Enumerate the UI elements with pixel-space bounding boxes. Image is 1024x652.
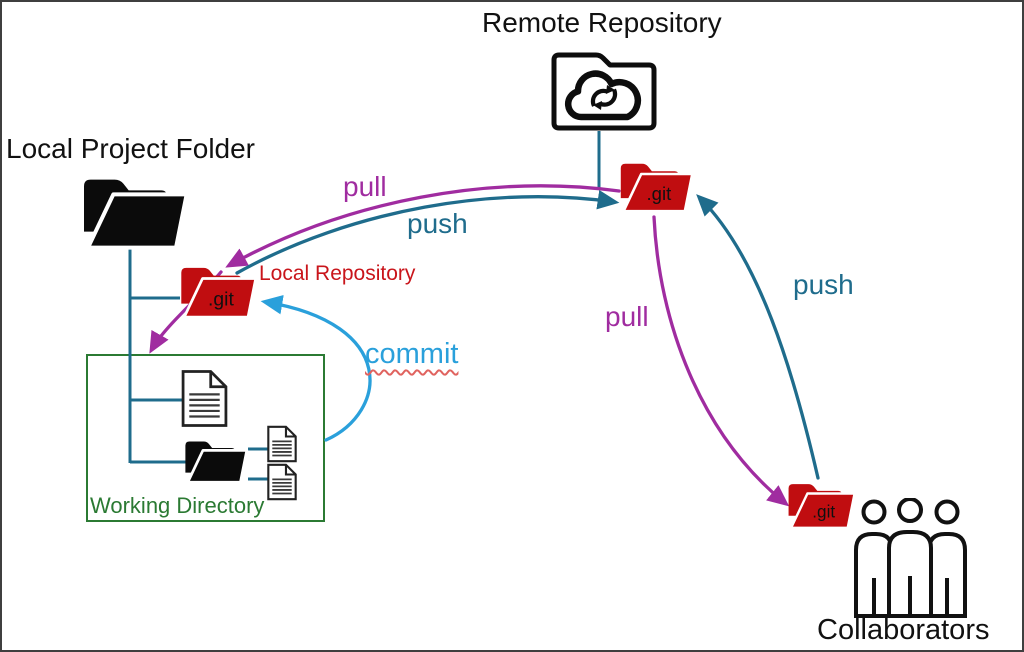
document-icon bbox=[267, 425, 297, 463]
local-repository-label: Local Repository bbox=[259, 262, 416, 285]
document-icon bbox=[267, 463, 297, 501]
working-directory-box bbox=[86, 354, 325, 522]
git-folder-icon-collaborators: .git bbox=[788, 484, 856, 529]
collaborators-label: Collaborators bbox=[817, 614, 990, 646]
document-icon bbox=[181, 370, 228, 427]
sync-arrows-icon bbox=[590, 85, 618, 110]
pull-label-right: pull bbox=[605, 301, 649, 332]
git-folder-icon-local: .git bbox=[181, 267, 258, 319]
commit-label: commit bbox=[365, 338, 459, 370]
pull-arrow-remote-to-collaborators bbox=[652, 215, 790, 507]
working-directory-label: Working Directory bbox=[90, 493, 265, 518]
commit-arrow bbox=[260, 295, 372, 442]
git-folder-icon-remote: .git bbox=[620, 163, 694, 213]
git-folder-label: .git bbox=[646, 183, 672, 204]
pull-label-left: pull bbox=[343, 171, 387, 202]
project-tree-connectors bbox=[128, 131, 601, 481]
pull-arrow-remote-to-local bbox=[225, 184, 621, 268]
push-arrow-collaborators-to-remote bbox=[696, 194, 820, 480]
git-folder-label: .git bbox=[812, 502, 835, 522]
people-icon bbox=[854, 498, 967, 618]
open-folder-icon-small bbox=[185, 441, 249, 484]
cloud-sync-folder-icon bbox=[551, 52, 657, 131]
push-label-right: push bbox=[793, 269, 854, 300]
open-folder-icon bbox=[84, 179, 189, 250]
push-arrow-local-to-remote bbox=[235, 189, 620, 275]
push-label-left: push bbox=[407, 208, 468, 239]
git-folder-label: .git bbox=[208, 290, 234, 311]
remote-repository-title: Remote Repository bbox=[482, 7, 722, 38]
local-project-folder-title: Local Project Folder bbox=[6, 133, 256, 164]
